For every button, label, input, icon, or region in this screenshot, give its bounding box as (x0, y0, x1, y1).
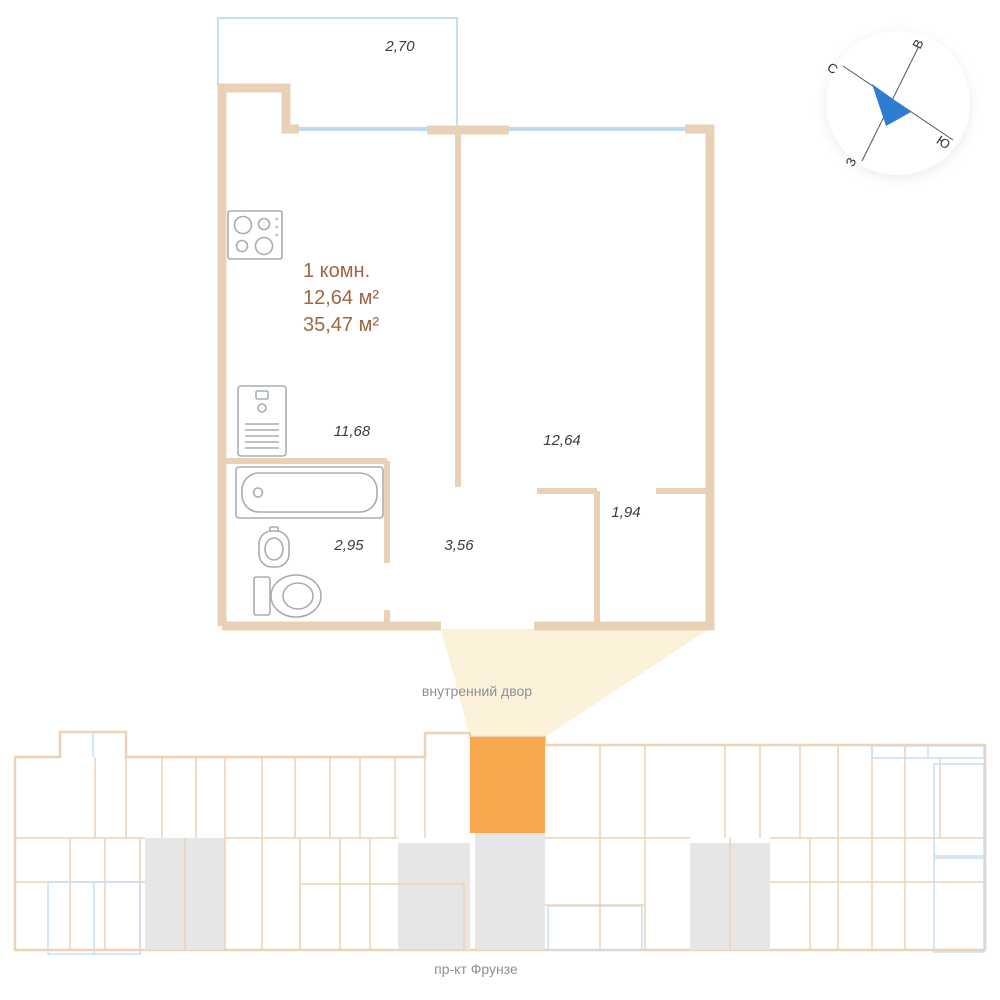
apartment-interior-walls (224, 130, 710, 624)
balcony-outline (217, 17, 458, 126)
light-cone (441, 629, 709, 737)
compass: С В З Ю (824, 31, 970, 175)
room-area-label: 12,64 м² (303, 287, 379, 309)
apartment-outer-walls (217, 83, 715, 631)
stairwell-block (475, 833, 545, 950)
dim-hall: 3,56 (444, 537, 474, 554)
sink-unit-icon (237, 385, 287, 457)
stove-icon (227, 210, 283, 260)
highlighted-unit[interactable] (470, 737, 545, 833)
dim-corridor: 1,94 (611, 504, 640, 521)
street-label: пр-кт Фрунзе (434, 961, 518, 977)
total-area-label: 35,47 м² (303, 314, 379, 336)
building-balconies (47, 732, 985, 955)
compass-needle-icon (872, 84, 911, 126)
dim-kitchen: 11,68 (334, 423, 371, 440)
unit-type-label: 1 комн. (303, 260, 370, 282)
dim-room: 12,64 (543, 432, 581, 449)
dim-bathroom: 2,95 (333, 537, 364, 554)
washbasin-icon (258, 526, 290, 568)
toilet-icon (253, 574, 322, 618)
bathtub-icon (235, 466, 384, 519)
building-strip (13, 730, 987, 955)
courtyard-label: внутренний двор (422, 683, 532, 699)
dim-balcony: 2,70 (384, 38, 415, 55)
stairwell-block (398, 843, 470, 950)
